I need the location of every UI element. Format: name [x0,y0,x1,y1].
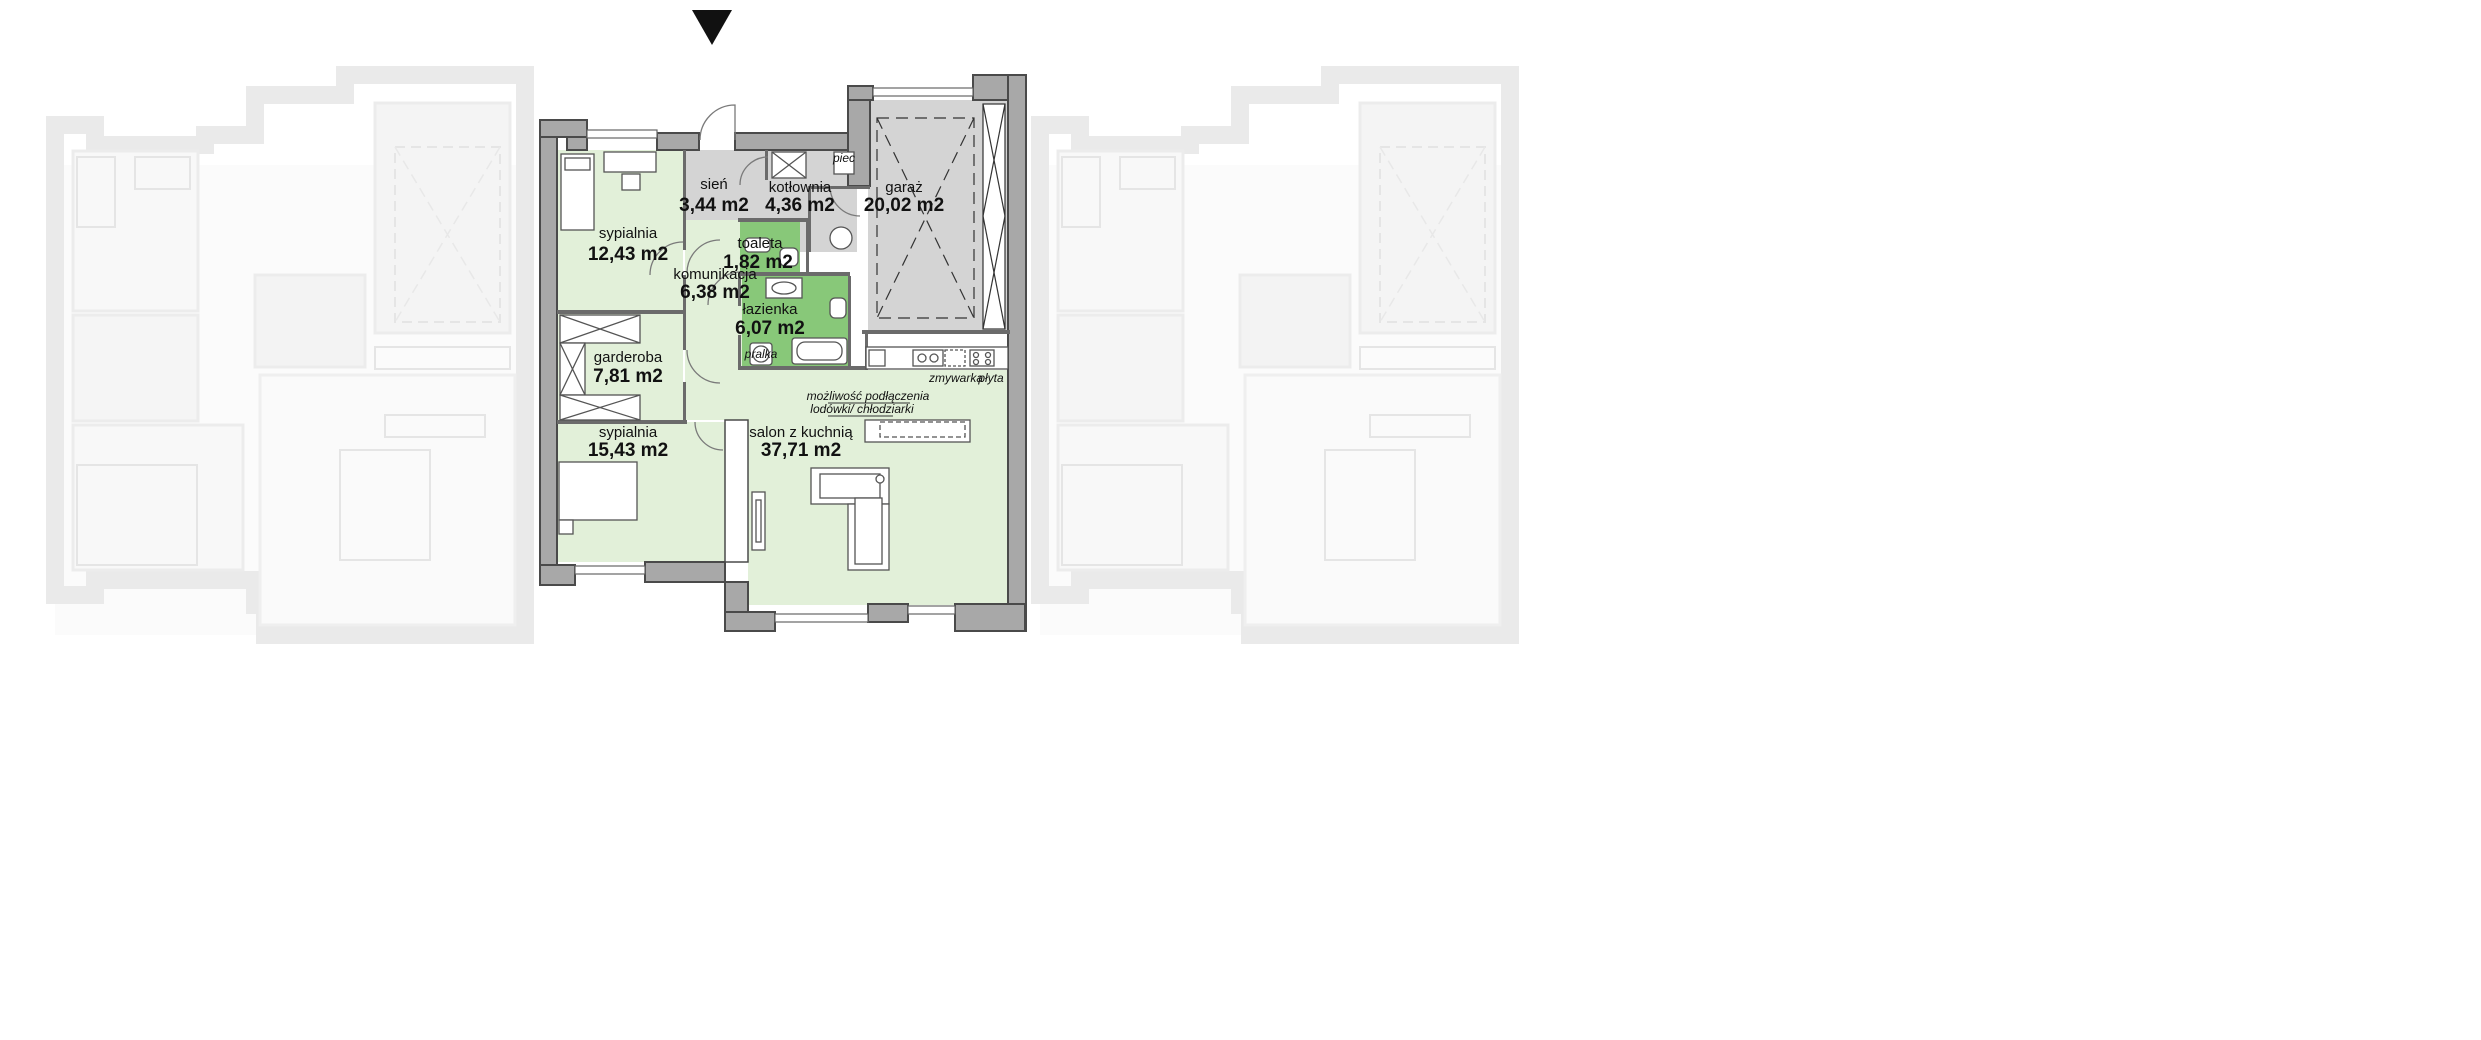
label-pralka: pralka [744,347,778,361]
label-salon-area: 37,71 m2 [761,440,841,461]
label-sypialnia-1-name: sypialnia [599,225,658,242]
label-komunikacja-name: komunikacja [673,266,757,283]
label-fridge-line1: możliwość podłączenia [807,389,930,403]
wardrobes [559,314,641,421]
fixture-notes: piec pralka zmywarka płyta możliwość pod… [744,151,1004,417]
neighbor-unit-left [55,75,525,635]
label-zmywarka: zmywarka [928,371,983,385]
room-komunikacja [685,220,748,420]
label-garderoba-name: garderoba [594,349,663,366]
label-garderoba-area: 7,81 m2 [593,366,663,387]
label-toaleta-name: toaleta [737,235,783,252]
bed-small [560,151,657,231]
label-sien-area: 3,44 m2 [679,195,749,216]
label-sypialnia-2-area: 15,43 m2 [588,440,668,461]
boiler-room-fixtures [771,151,855,250]
label-sypialnia-2-name: sypialnia [599,424,658,441]
label-kotlownia-area: 4,36 m2 [765,195,835,216]
label-garaz-name: garaż [885,179,923,196]
label-plyta: płyta [977,371,1004,385]
label-kotlownia-name: kotłownia [769,179,832,196]
bed-double [558,461,638,535]
garage-parking-space [876,103,1006,330]
label-toaleta-area: 1,82 m2 [723,252,793,273]
label-komunikacja-area: 6,38 m2 [680,282,750,303]
label-salon-name: salon z kuchnią [749,424,853,441]
doors [649,104,861,451]
label-lazienka-name: łazienka [742,301,798,318]
label-sien-name: sień [700,176,728,193]
outer-walls [539,74,1027,632]
living-room-furniture [751,467,890,571]
bathroom-fixtures [749,277,848,366]
label-fridge-line2: lodówki/ chłodziarki [810,402,914,416]
label-garaz-area: 20,02 m2 [864,195,944,216]
room-labels: sypialnia 12,43 m2 sień 3,44 m2 kotłowni… [588,176,944,461]
kitchen-counter [864,346,1009,443]
label-piec: piec [832,151,855,165]
label-lazienka-area: 6,07 m2 [735,318,805,339]
triangle-down-icon [692,10,732,45]
toilet-fixtures [744,237,799,267]
interior-walls [557,150,1010,424]
neighbor-unit-right [1040,75,1510,635]
label-sypialnia-1-area: 12,43 m2 [588,244,668,265]
